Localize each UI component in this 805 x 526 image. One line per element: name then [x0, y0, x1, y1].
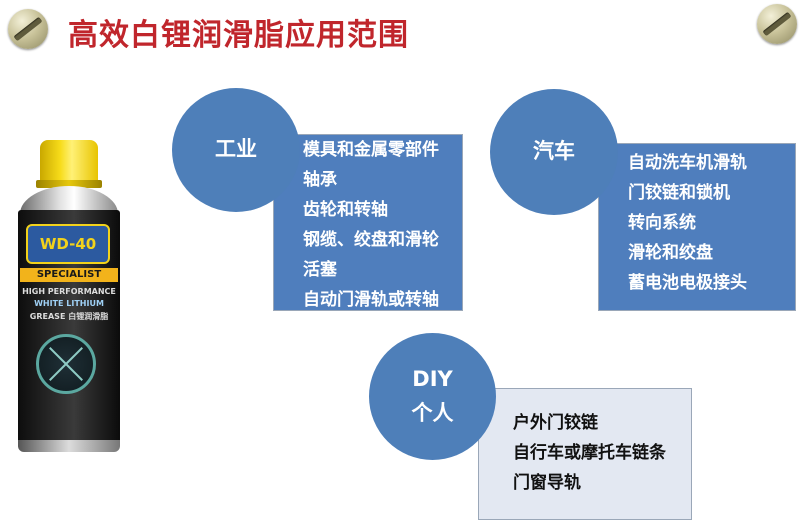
- list-item: 转向系统: [628, 213, 696, 233]
- brand-logo: WD-40: [26, 224, 110, 264]
- application-list: 户外门铰链 自行车或摩托车链条 门窗导轨: [513, 408, 691, 498]
- list-item: 齿轮和转轴: [303, 200, 388, 220]
- category-label-line1: DIY: [412, 366, 453, 391]
- list-item: 钢缆、绞盘和滑轮: [303, 230, 439, 250]
- list-item: 自动洗车机滑轨: [628, 153, 747, 173]
- can-base: [18, 440, 120, 452]
- page-title: 高效白锂润滑脂应用范围: [68, 18, 409, 53]
- application-list: 自动洗车机滑轨 门铰链和锁机 转向系统 滑轮和绞盘 蓄电池电极接头: [628, 148, 795, 298]
- product-image-spray-can: WD-40 SPECIALIST HIGH PERFORMANCE WHITE …: [14, 140, 124, 452]
- diy-applications-box: 户外门铰链 自行车或摩托车链条 门窗导轨: [478, 388, 692, 520]
- screw-decoration-left: [8, 9, 48, 49]
- list-item: 模具和金属零部件: [303, 140, 439, 160]
- category-circle-industry: 工业: [172, 88, 300, 212]
- list-item: 活塞: [303, 260, 337, 280]
- industry-applications-box: 模具和金属零部件 轴承 齿轮和转轴 钢缆、绞盘和滑轮 活塞 自动门滑轨或转轴: [273, 134, 463, 311]
- screw-decoration-right: [757, 4, 797, 44]
- can-label-line: HIGH PERFORMANCE: [22, 287, 116, 296]
- list-item: 滑轮和绞盘: [628, 243, 713, 263]
- can-nozzle: [36, 180, 102, 188]
- category-circle-automotive: 汽车: [490, 89, 618, 215]
- list-item: 自行车或摩托车链条: [513, 443, 666, 463]
- list-item: 轴承: [303, 170, 337, 190]
- can-label-line: WHITE LITHIUM: [34, 299, 104, 308]
- category-label-line2: 个人: [411, 400, 454, 425]
- category-circle-diy: DIY 个人: [369, 333, 496, 460]
- list-item: 门铰链和锁机: [628, 183, 730, 203]
- can-cap: [40, 140, 98, 184]
- specialist-label: SPECIALIST: [20, 268, 118, 282]
- automotive-applications-box: 自动洗车机滑轨 门铰链和锁机 转向系统 滑轮和绞盘 蓄电池电极接头: [598, 143, 796, 311]
- list-item: 蓄电池电极接头: [628, 273, 747, 293]
- category-label: 汽车: [533, 139, 575, 164]
- list-item: 户外门铰链: [513, 413, 598, 433]
- list-item: 自动门滑轨或转轴: [303, 290, 439, 310]
- can-label-line: GREASE 白锂润滑脂: [29, 312, 109, 321]
- category-label: 工业: [215, 137, 257, 162]
- list-item: 门窗导轨: [513, 473, 581, 493]
- application-list: 模具和金属零部件 轴承 齿轮和转轴 钢缆、绞盘和滑轮 活塞 自动门滑轨或转轴: [303, 135, 462, 315]
- tools-emblem-icon: [36, 334, 96, 394]
